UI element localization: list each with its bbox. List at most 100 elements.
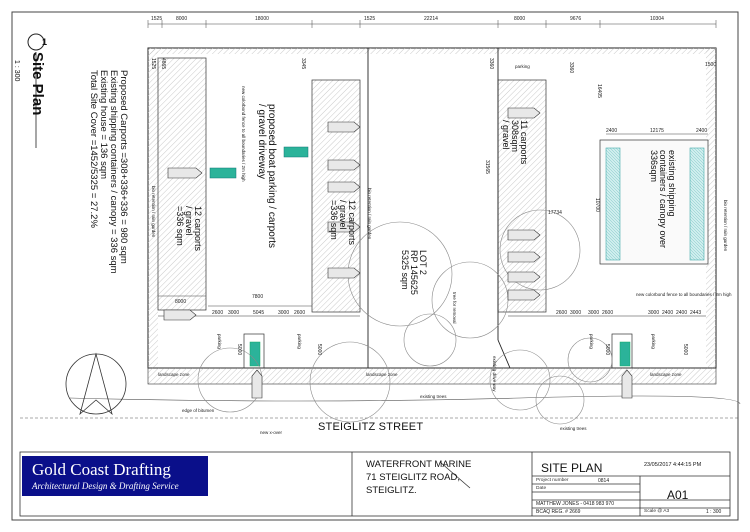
- containers-label: existing shipping containers / canopy ov…: [649, 150, 677, 249]
- dim-container-1: 2400: [606, 128, 617, 134]
- dim-4865: 4865: [160, 58, 166, 70]
- landscape-label-1: landscape zone: [158, 372, 190, 377]
- dim-3360-b: 3360: [568, 62, 574, 74]
- left-carports-line-2: / gravel: [184, 206, 194, 236]
- dim-top-1: 1525: [151, 16, 162, 22]
- dim-5000-a: 5000: [236, 344, 242, 356]
- dim-br-3: 3000: [588, 310, 599, 316]
- landscape-zone: [147, 367, 717, 385]
- firm-name: Gold Coast Drafting: [32, 460, 171, 479]
- dim-bl-1: 8000: [175, 299, 186, 305]
- sheet-number: A01: [667, 488, 689, 502]
- containers-line-2: containers / canopy over: [658, 150, 668, 249]
- right-carports-line-2: 308sqm: [510, 120, 520, 153]
- right-carports-label: 11 carports 308sqm / gravel: [501, 120, 529, 165]
- containers-line-3: 336sqm: [649, 150, 659, 183]
- boat-parking-line-2: / gravel driveway: [256, 104, 267, 180]
- parking-label-left: parking: [217, 334, 222, 349]
- summary-line-4: Total Site Cover =1452/5325 = 27.2%: [88, 70, 99, 228]
- parking-label-mid: parking: [297, 334, 302, 349]
- dim-br-5: 3000: [648, 310, 659, 316]
- bio-retention-left: bio retention / rain garden: [151, 186, 156, 238]
- dim-br-1: 2600: [556, 310, 567, 316]
- parking-label-far-right: parking: [651, 334, 656, 349]
- mid-carports-line-1: 12 carports: [347, 200, 357, 246]
- dim-top-2: 8000: [176, 16, 187, 22]
- dim-top-4: 1525: [364, 16, 375, 22]
- bcaq-reg: BCAQ REG. # 2669: [536, 509, 581, 515]
- sheet-title: Site Plan: [29, 52, 46, 116]
- containers-line-1: existing shipping: [667, 150, 677, 217]
- sheet-title-circle: [27, 33, 45, 51]
- dim-top-5: 22214: [424, 16, 438, 22]
- dim-container-2: 12175: [650, 128, 664, 134]
- dim-bl-3: 2600: [212, 310, 223, 316]
- parking-label-right: parking: [589, 334, 594, 349]
- right-carports-line-1: 11 carports: [519, 120, 529, 165]
- project-number: 0814: [598, 478, 610, 484]
- sheet-number-circle: 1: [42, 37, 48, 47]
- dim-br-4: 2600: [602, 310, 613, 316]
- left-carport-block: [157, 57, 207, 311]
- dim-br-7: 2400: [676, 310, 687, 316]
- dim-bl-5: 5045: [253, 310, 264, 316]
- drawn-by: MATTHEW JONES - 0418 983 970: [536, 501, 614, 507]
- dim-1525-left: 1525: [150, 58, 156, 70]
- dim-1500: 1500: [705, 62, 716, 68]
- left-carports-line-1: 12 carports: [193, 206, 203, 252]
- dim-5000-d: 5000: [682, 344, 688, 356]
- dim-bl-7: 2600: [294, 310, 305, 316]
- summary-line-1: Proposed Carports =308+336+336 = 980 sqm: [118, 70, 129, 264]
- firm-logo: Gold Coast Drafting Architectural Design…: [22, 456, 208, 496]
- project-line-2: 71 STEIGLITZ ROAD,: [366, 472, 460, 483]
- dim-31565: 31565: [484, 160, 490, 174]
- drawing-title: SITE PLAN: [541, 461, 603, 475]
- dim-bl-4: 3000: [228, 310, 239, 316]
- site-cover-summary: Proposed Carports =308+336+336 = 980 sqm…: [88, 70, 129, 274]
- title-block-frame: [19, 451, 731, 517]
- dim-top-3: 18000: [255, 16, 269, 22]
- existing-trees-label-2: existing trees: [560, 426, 587, 431]
- dim-container-3: 2400: [696, 128, 707, 134]
- summary-line-3: Existing house = 136 sqm: [98, 70, 109, 180]
- landscape-label-3: landscape zone: [650, 372, 682, 377]
- dim-10700: 10700: [594, 198, 600, 212]
- north-arrow: [65, 352, 127, 416]
- existing-trees-label-1: existing trees: [420, 394, 447, 399]
- bio-retention-right: bio retention / rain garden: [723, 200, 728, 252]
- right-carports-line-3: / gravel: [501, 120, 511, 150]
- dim-top-7: 9676: [570, 16, 581, 22]
- dim-5000-b: 5000: [316, 344, 322, 356]
- sheet-scale: 1 : 300: [13, 60, 20, 82]
- drawing-datetime: 23/05/2017 4:44:15 PM: [644, 462, 702, 468]
- firm-tagline: Architectural Design & Drafting Service: [32, 481, 179, 491]
- mid-carports-label: 12 carports / gravel =336 sqm: [329, 200, 357, 246]
- boat-parking-label: proposed boat parking / carports / grave…: [256, 104, 277, 248]
- lot-label: LOT 2 RP 145625 5325 sqm: [400, 250, 428, 295]
- lot-line-2: RP 145625: [409, 250, 419, 295]
- dim-top-8: 10304: [650, 16, 664, 22]
- boat-parking-line-1: proposed boat parking / carports: [266, 104, 277, 248]
- dim-3345: 3345: [300, 58, 306, 70]
- parking-label-top: parking: [515, 64, 530, 69]
- lot-line-3: 5325 sqm: [400, 250, 410, 290]
- scale-value: 1 : 300: [706, 509, 722, 515]
- left-carports-line-3: =336 sqm: [175, 206, 185, 246]
- colorbond-note-right: new colorbond fence to all boundaries / …: [636, 292, 732, 297]
- dim-5000-c: 5000: [604, 344, 610, 356]
- street-name: STEIGLITZ STREET: [318, 421, 424, 433]
- bio-retention-mid: bio retention / rain garden: [367, 188, 372, 240]
- edge-bitumen-label: edge of bitumen: [182, 408, 215, 413]
- dim-17734: 17734: [548, 210, 562, 216]
- mid-carports-line-3: =336 sqm: [329, 200, 339, 240]
- mid-carports-line-2: / gravel: [338, 200, 348, 230]
- sheet-border: [11, 11, 739, 521]
- dim-3360-a: 3360: [488, 58, 494, 70]
- project-number-label: Project number: [536, 478, 569, 483]
- dim-br-8: 2443: [690, 310, 701, 316]
- date-label: Date: [536, 486, 547, 491]
- colorbond-note-left: new colorbond fence to all boundaries / …: [241, 86, 246, 182]
- dim-bl-6: 3000: [278, 310, 289, 316]
